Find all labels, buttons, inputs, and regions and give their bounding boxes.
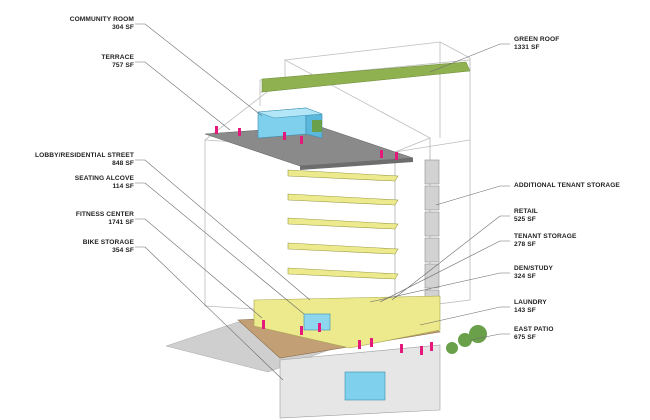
label-area: 757 SF xyxy=(112,62,134,70)
label-area: 324 SF xyxy=(514,273,536,281)
label-name: LAUNDRY xyxy=(514,299,547,306)
label-name: RETAIL xyxy=(514,208,538,215)
label-name: DEN/STUDY xyxy=(514,265,554,272)
label-name: ADDITIONAL TENANT STORAGE xyxy=(514,182,620,189)
leader-lines-left xyxy=(135,23,311,381)
storage-stack xyxy=(424,159,440,315)
label-area: 143 SF xyxy=(514,307,536,315)
label-community-room: COMMUNITY ROOM 304 SF xyxy=(70,16,134,32)
label-area: 525 SF xyxy=(514,216,536,224)
label-green-roof: GREEN ROOF 1331 SF xyxy=(514,36,559,52)
green-roof xyxy=(261,61,471,93)
figures-people xyxy=(215,126,433,355)
label-name: TENANT STORAGE xyxy=(514,233,577,240)
label-name: SEATING ALCOVE xyxy=(74,175,134,182)
label-area: 675 SF xyxy=(514,334,536,342)
label-name: TERRACE xyxy=(101,54,134,61)
label-area: 1741 SF xyxy=(108,219,134,227)
label-east-patio: EAST PATIO 675 SF xyxy=(514,326,554,342)
label-fitness-center: FITNESS CENTER 1741 SF xyxy=(76,211,134,227)
label-name: EAST PATIO xyxy=(514,326,554,333)
bike-storage-room xyxy=(344,371,386,401)
label-name: COMMUNITY ROOM xyxy=(69,16,134,23)
label-area: 304 SF xyxy=(112,24,134,32)
label-area: 354 SF xyxy=(112,247,134,255)
label-tenant-storage: TENANT STORAGE 278 SF xyxy=(514,233,576,249)
terrace-slab-edge xyxy=(300,158,413,170)
seating-alcove-glass xyxy=(303,313,331,331)
label-seating-alcove: SEATING ALCOVE 114 SF xyxy=(75,175,134,191)
label-additional-tenant-storage: ADDITIONAL TENANT STORAGE xyxy=(514,182,620,190)
label-terrace: TERRACE 757 SF xyxy=(101,54,134,70)
label-area: 848 SF xyxy=(112,160,134,168)
label-area: 114 SF xyxy=(112,183,134,191)
label-retail: RETAIL 525 SF xyxy=(514,208,538,224)
label-name: GREEN ROOF xyxy=(514,36,560,43)
label-name: LOBBY/RESIDENTIAL STREET xyxy=(35,152,134,159)
terrace-plant xyxy=(312,120,322,132)
label-name: FITNESS CENTER xyxy=(75,211,134,218)
label-laundry: LAUNDRY 143 SF xyxy=(514,299,547,315)
leader-lines-right xyxy=(369,43,510,341)
floor-slabs xyxy=(287,169,399,280)
label-area: 1331 SF xyxy=(514,44,540,52)
label-bike-storage: BIKE STORAGE 354 SF xyxy=(83,239,134,255)
label-area: 278 SF xyxy=(514,241,536,249)
label-den-study: DEN/STUDY 324 SF xyxy=(514,265,553,281)
east-patio-trees xyxy=(446,325,487,354)
label-lobby-residential-street: LOBBY/RESIDENTIAL STREET 848 SF xyxy=(35,152,134,168)
label-name: BIKE STORAGE xyxy=(82,239,134,246)
